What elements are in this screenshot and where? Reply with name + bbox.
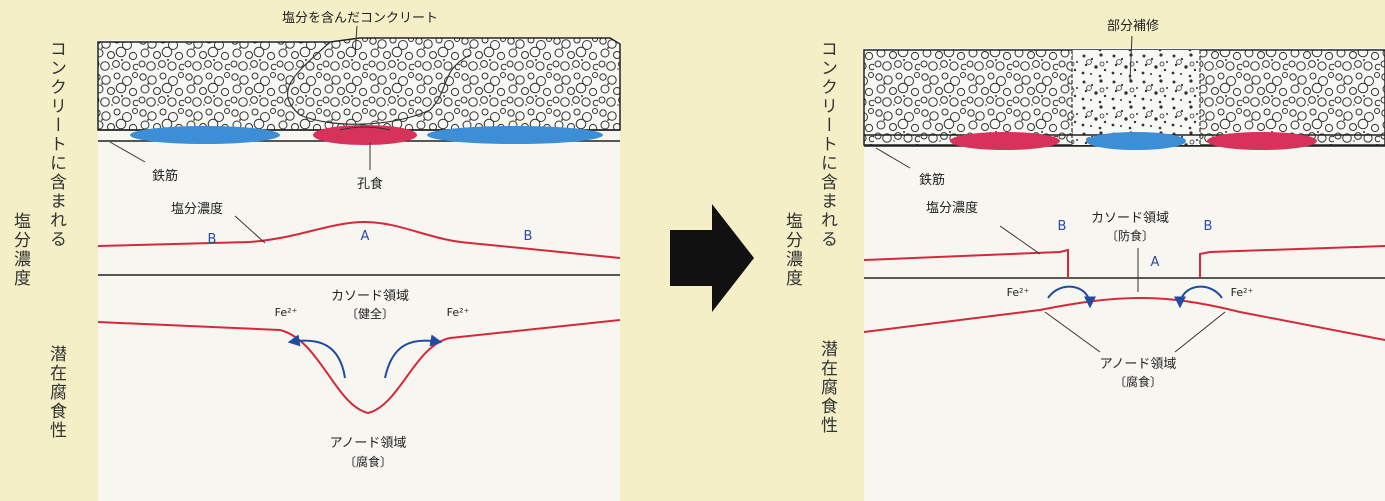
right-anode-leader-left xyxy=(1044,311,1101,353)
left-top-label: 塩分を含んだコンクリート xyxy=(282,10,438,26)
right-anode-label: アノード領域 xyxy=(1100,356,1177,372)
right-cathode-sub: 〔防食〕 xyxy=(1106,228,1154,243)
right-salt-label: 塩分濃度 xyxy=(926,200,978,216)
right-point-b-left: B xyxy=(1058,219,1067,234)
left-point-b-right: B xyxy=(524,229,533,244)
right-rebar-label: 鉄筋 xyxy=(919,172,945,188)
right-anode-region-1 xyxy=(950,132,1060,150)
left-pit-mark xyxy=(339,126,391,131)
right-potential-curve xyxy=(863,296,1385,341)
right-salt-curve-left xyxy=(863,248,1069,278)
right-top-leader xyxy=(1129,35,1133,81)
left-rebar-label: 鉄筋 xyxy=(152,168,178,184)
right-fe-left: Fe²⁺ xyxy=(1007,286,1030,299)
right-anode-region-2 xyxy=(1207,132,1317,150)
right-arrow-icon xyxy=(670,204,754,312)
left-side-label-potential: 潜在腐食性 xyxy=(46,345,66,440)
left-side-label-concrete: コンクリートに含まれる xyxy=(46,40,66,249)
left-cathode-label: カソード領域 xyxy=(331,288,409,304)
left-boundary-line xyxy=(287,41,471,125)
right-salt-curve-right xyxy=(1199,245,1385,278)
right-salt-leader xyxy=(999,225,1041,255)
left-fe-left: Fe²⁺ xyxy=(275,306,298,319)
right-point-b-right: B xyxy=(1204,219,1213,234)
right-top-label: 部分補修 xyxy=(1107,19,1159,34)
right-repair-zone xyxy=(1072,50,1200,145)
left-cathode-sub: 〔健全〕 xyxy=(346,306,394,321)
right-side-label-concrete: コンクリートに含まれる xyxy=(817,40,837,249)
left-anode-sub: 〔腐食〕 xyxy=(344,454,392,469)
left-salt-leader xyxy=(234,215,266,244)
left-fe-right: Fe²⁺ xyxy=(447,306,470,319)
right-cathode-label: カソード領域 xyxy=(1091,210,1169,226)
right-side-label-salt: 塩分濃度 xyxy=(782,212,802,288)
left-side-label-salt: 塩分濃度 xyxy=(10,212,30,288)
left-salt-label: 塩分濃度 xyxy=(171,201,223,217)
right-anode-sub: 〔腐食〕 xyxy=(1114,374,1162,389)
left-cathode-region-1 xyxy=(130,126,280,144)
right-fe-right: Fe²⁺ xyxy=(1231,286,1254,299)
left-panel: 塩分を含んだコンクリート 鉄筋 孔食 塩分濃度 B A B カソード領域 〔健全… xyxy=(97,10,621,501)
left-pitting-label: 孔食 xyxy=(357,176,383,192)
right-anode-leader-right xyxy=(1174,311,1226,353)
left-rebar-leader xyxy=(109,141,146,163)
right-rebar-leader xyxy=(875,147,911,169)
left-salt-curve xyxy=(97,220,621,259)
left-fe-arrow-left xyxy=(287,334,346,379)
left-concrete xyxy=(97,37,621,131)
right-cathode-region xyxy=(1086,132,1186,150)
right-fe-arrow-right xyxy=(1174,285,1223,309)
left-potential-curve xyxy=(97,319,621,415)
left-point-a: A xyxy=(361,229,370,244)
left-anode-region xyxy=(313,125,417,145)
right-side-label-potential: 潜在腐食性 xyxy=(817,340,837,435)
left-cathode-region-2 xyxy=(427,126,603,144)
right-point-a: A xyxy=(1151,255,1160,270)
right-panel: 部分補修 鉄筋 塩分濃度 B B A カソード領域 〔防食〕 Fe²⁺ Fe²⁺… xyxy=(863,19,1385,501)
left-point-b-left: B xyxy=(208,232,217,247)
transition-arrow xyxy=(670,204,754,312)
left-fe-arrow-right xyxy=(384,334,443,379)
left-top-leader xyxy=(354,25,358,56)
left-anode-label: アノード領域 xyxy=(330,435,407,451)
right-fe-arrow-left xyxy=(1047,285,1096,309)
